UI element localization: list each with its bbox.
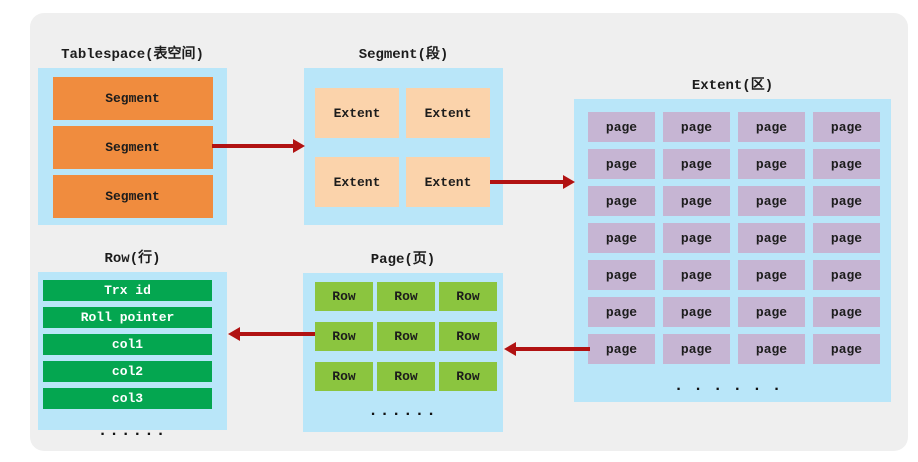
extent-panel: page page page page page page page page … [574, 99, 891, 402]
segment-extent-grid: Extent Extent Extent Extent [304, 68, 503, 207]
page-title: Page(页) [370, 252, 436, 268]
page-cell: page [738, 223, 805, 253]
arrow-page-to-row [228, 327, 315, 341]
arrow-tablespace-to-segment [212, 139, 305, 153]
tablespace-segment-list: Segment Segment Segment [38, 68, 227, 218]
page-cell: page [813, 112, 880, 142]
page-cell: page [738, 297, 805, 327]
arrow-head-icon [228, 327, 240, 341]
row-cell: Row [377, 282, 435, 311]
arrow-shaft [490, 180, 564, 184]
row-cell: Row [439, 362, 497, 391]
page-cell: page [813, 260, 880, 290]
page-cell: page [663, 260, 730, 290]
extent-box: Extent [315, 157, 399, 207]
page-panel: Row Row Row Row Row Row Row Row Row ....… [303, 273, 503, 432]
arrow-shaft [515, 347, 590, 351]
page-cell: page [738, 112, 805, 142]
row-cell: Row [439, 282, 497, 311]
row-cell: Row [377, 322, 435, 351]
extent-box: Extent [406, 88, 490, 138]
row-panel: Trx id Roll pointer col1 col2 col3 .....… [38, 272, 227, 439]
arrow-head-icon [563, 175, 575, 189]
row-cell: Row [315, 362, 373, 391]
page-cell: page [663, 223, 730, 253]
ellipsis: ...... [673, 377, 792, 395]
page-cell: page [738, 149, 805, 179]
arrow-extent-to-page [504, 342, 590, 356]
arrow-head-icon [293, 139, 305, 153]
extent-page-grid: page page page page page page page page … [574, 99, 891, 364]
row-title: Row(行) [104, 251, 161, 267]
page-cell: page [813, 186, 880, 216]
page-cell: page [663, 334, 730, 364]
page-cell: page [738, 260, 805, 290]
tablespace-title: Tablespace(表空间) [61, 47, 204, 63]
extent-box: Extent [315, 88, 399, 138]
page-cell: page [813, 334, 880, 364]
diagram-card: Tablespace(表空间) Segment(段) Extent(区) Pag… [30, 13, 908, 451]
ellipsis: ...... [97, 422, 168, 440]
segment-box: Segment [52, 175, 213, 218]
extent-box: Extent [406, 157, 490, 207]
page-cell: page [588, 112, 655, 142]
arrow-shaft [239, 332, 315, 336]
row-cell: Row [315, 322, 373, 351]
field-bar-col2: col2 [43, 361, 212, 382]
page-cell: page [738, 186, 805, 216]
segment-panel: Extent Extent Extent Extent [304, 68, 503, 225]
page-cell: page [588, 297, 655, 327]
tablespace-panel: Segment Segment Segment [38, 68, 227, 225]
page-cell: page [663, 297, 730, 327]
page-cell: page [663, 186, 730, 216]
field-bar-trx-id: Trx id [43, 280, 212, 301]
arrow-shaft [212, 144, 294, 148]
page-row-grid: Row Row Row Row Row Row Row Row Row [303, 273, 503, 391]
page-cell: page [588, 223, 655, 253]
row-cell: Row [377, 362, 435, 391]
segment-title: Segment(段) [358, 47, 449, 63]
segment-box: Segment [52, 126, 213, 169]
field-bar-col1: col1 [43, 334, 212, 355]
row-field-list: Trx id Roll pointer col1 col2 col3 [38, 272, 227, 409]
page-cell: page [813, 297, 880, 327]
page-cell: page [813, 149, 880, 179]
page-cell: page [588, 334, 655, 364]
field-bar-roll-pointer: Roll pointer [43, 307, 212, 328]
arrow-head-icon [504, 342, 516, 356]
row-cell: Row [315, 282, 373, 311]
segment-box: Segment [52, 77, 213, 120]
extent-title: Extent(区) [691, 78, 774, 94]
field-bar-col3: col3 [43, 388, 212, 409]
page-cell: page [813, 223, 880, 253]
page-cell: page [663, 112, 730, 142]
page-cell: page [588, 186, 655, 216]
page-cell: page [588, 149, 655, 179]
ellipsis: ...... [368, 402, 438, 420]
arrow-segment-to-extent [490, 175, 575, 189]
page-cell: page [663, 149, 730, 179]
row-cell: Row [439, 322, 497, 351]
page-cell: page [588, 260, 655, 290]
page-cell: page [738, 334, 805, 364]
